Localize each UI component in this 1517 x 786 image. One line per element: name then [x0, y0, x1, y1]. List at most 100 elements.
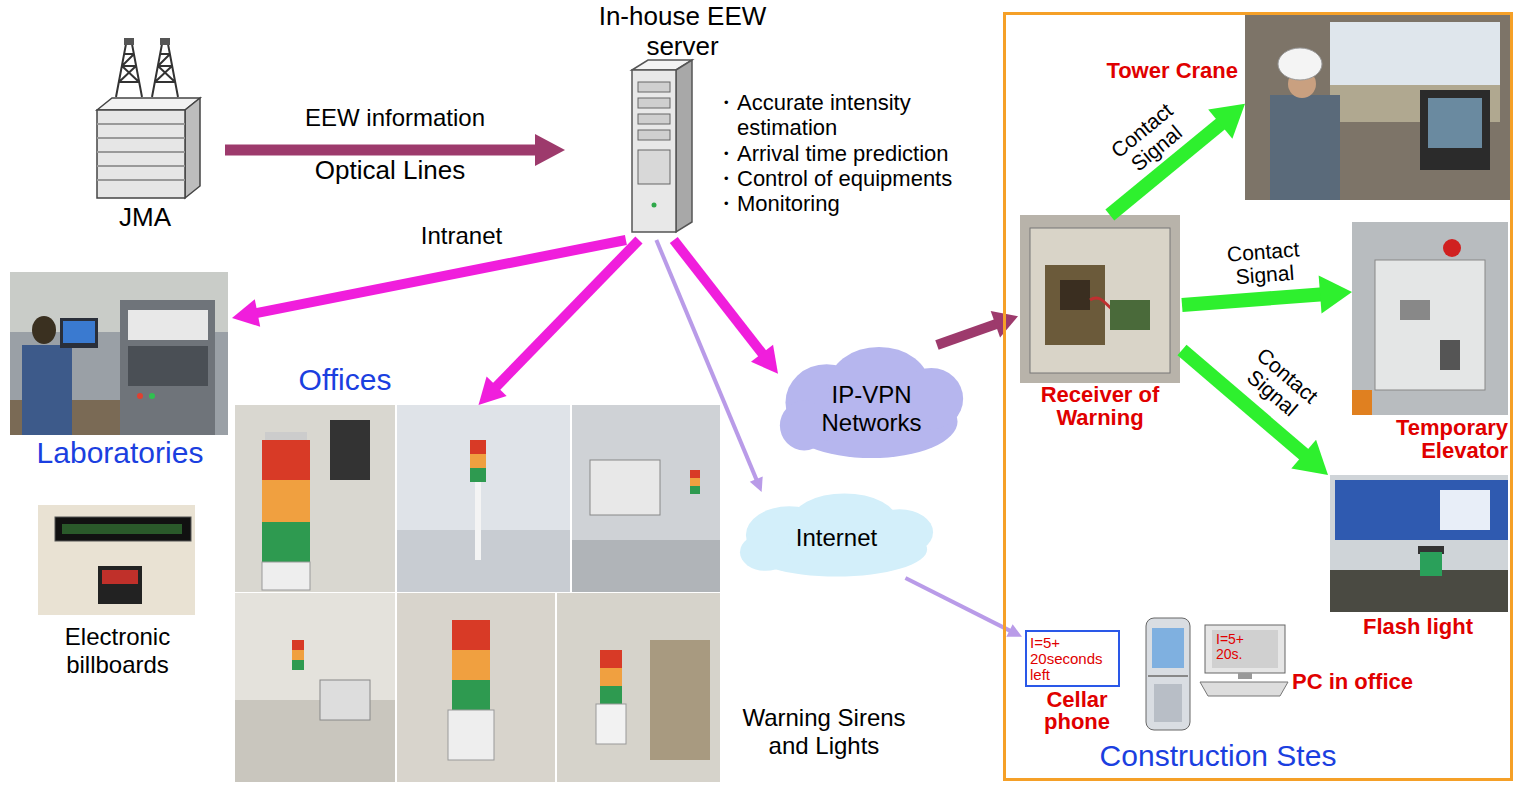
heading: Construction Stes [1068, 739, 1368, 774]
office-warning-light-photos-part [690, 486, 700, 494]
server-icon [632, 60, 692, 232]
billboard-photo-part [98, 566, 142, 604]
office-warning-light-photos-part [320, 680, 370, 720]
jma-building-icon-part [97, 110, 185, 198]
server-icon-part [638, 82, 670, 92]
connector-shaft [656, 240, 756, 480]
node-label: Internet [738, 524, 935, 552]
office-warning-light-photos-part [397, 593, 555, 782]
screen-readout: I=5+ 20seconds left [1025, 630, 1120, 687]
temporary-elevator: Temporary Elevator [1352, 222, 1508, 472]
laboratory-photo-part [63, 321, 95, 343]
jma-building-icon-part [97, 124, 185, 180]
flash-light-photo-part [1440, 490, 1490, 530]
office-warning-light-photos-part [600, 650, 622, 668]
bullet-item: ・Control of equipments [715, 166, 1000, 191]
connector [656, 240, 762, 492]
billboard-photo [38, 505, 195, 615]
connector-shaft [225, 145, 538, 156]
billboard-photo-part [38, 505, 195, 615]
caption: Warning Sirens and Lights [722, 704, 926, 759]
office-warning-light-photos-part [235, 405, 395, 592]
office-warning-light-photos-part [262, 480, 310, 522]
office-warning-light-photos-part [470, 440, 486, 454]
laboratory-photo-part [60, 318, 98, 348]
office-warning-light-photos-part [262, 440, 310, 480]
arrow-head [1006, 624, 1022, 637]
cell-phone-icon-part [1146, 618, 1190, 730]
server-icon-part [638, 130, 670, 140]
office-warning-light-photos-part [470, 454, 486, 468]
node-label: Flash light [1328, 615, 1508, 638]
connector-shaft [1182, 294, 1323, 305]
office-warning-light-photos-part [600, 668, 622, 686]
temporary-elevator-photo-part [1440, 340, 1460, 370]
office-warning-light-photos-part [292, 650, 304, 660]
temporary-elevator-photo [1352, 222, 1508, 415]
node-label: JMA [90, 203, 200, 233]
office-warning-light-photos-part [292, 640, 304, 650]
tower-crane-photo [1245, 15, 1510, 200]
laboratory-photo [10, 272, 228, 435]
office-warning-light-photos-part [690, 478, 700, 486]
office-warning-light-photos-part [262, 562, 310, 590]
cell-phone-icon-part [1148, 675, 1188, 677]
flash-light-photo [1330, 475, 1508, 612]
office-warning-light-photos-part [397, 405, 570, 592]
office-warning-light-photos-part [235, 593, 395, 782]
office-warning-light-photos-part [596, 704, 626, 744]
connector-shaft [255, 240, 626, 313]
flash-light-photo-part [1335, 480, 1508, 540]
tower-crane-photo-part [1420, 90, 1490, 170]
receiver-box-photo [1020, 215, 1180, 383]
cell-phone-icon-part [1154, 684, 1182, 722]
laboratory-photo-part [137, 393, 143, 399]
receiver-box-photo-part [1020, 215, 1180, 383]
edge-label: Contact Signal [1221, 236, 1308, 288]
node-label: IP-VPN Networks [796, 381, 947, 436]
tower-crane-photo-part [1428, 98, 1482, 148]
heading: Offices [280, 363, 410, 398]
office-warning-light-photos-part [650, 640, 710, 760]
arrow-head [751, 345, 778, 374]
cell-phone-icon [1146, 618, 1190, 730]
billboard-photo-part [62, 524, 182, 534]
flash-light-photo-part [1330, 570, 1508, 612]
receiver-box-photo-part [1110, 300, 1150, 330]
office-pc: I=5+ 20s.PC in office [1200, 620, 1448, 705]
ip-vpn-cloud: IP-VPN Networks [778, 345, 965, 460]
receiver-box-photo-part [1030, 228, 1170, 373]
receiver-box-photo-part [1060, 280, 1090, 310]
edge-label: Intranet [421, 222, 502, 250]
office-pc-icon-part [1238, 673, 1252, 679]
cell-phone-icon-part [1152, 628, 1184, 668]
office-warning-light-photos-part [470, 468, 486, 482]
office-warning-light-photos-part [600, 686, 622, 704]
temporary-elevator-photo-part [1375, 260, 1485, 390]
office-warning-light-photos-part [292, 660, 304, 670]
jma-building-icon-part [160, 38, 170, 45]
office-pc-icon [1200, 625, 1288, 696]
flash-light-photo-part [1330, 475, 1508, 612]
node-label: Electronic billboards [30, 623, 205, 678]
arrow-head [1208, 104, 1245, 139]
laboratory-photo-part [120, 300, 215, 435]
office-warning-light-photos-part [452, 650, 490, 680]
node-label: PC in office [1292, 670, 1444, 693]
node-label: Receiver of Warning [1018, 383, 1182, 429]
connector [479, 240, 639, 405]
tower-crane: Tower Crane [1245, 15, 1510, 200]
billboard-photo: Electronic billboards [30, 503, 205, 688]
cloud-lobe [740, 534, 791, 571]
laboratory-photo-part [10, 272, 228, 435]
tower-crane-photo-part [1278, 48, 1322, 80]
bullet-item: ・Accurate intensity estimation [715, 90, 1000, 141]
laboratory-photo-part [32, 316, 56, 344]
offices-photos: Offices [235, 405, 722, 782]
laboratory-photo-part [128, 346, 208, 386]
jma-station: JMA [90, 35, 225, 240]
server-icon-part [632, 70, 676, 232]
line-label: Optical Lines [305, 156, 475, 186]
warning-receiver: Receiver of Warning [1018, 215, 1182, 440]
